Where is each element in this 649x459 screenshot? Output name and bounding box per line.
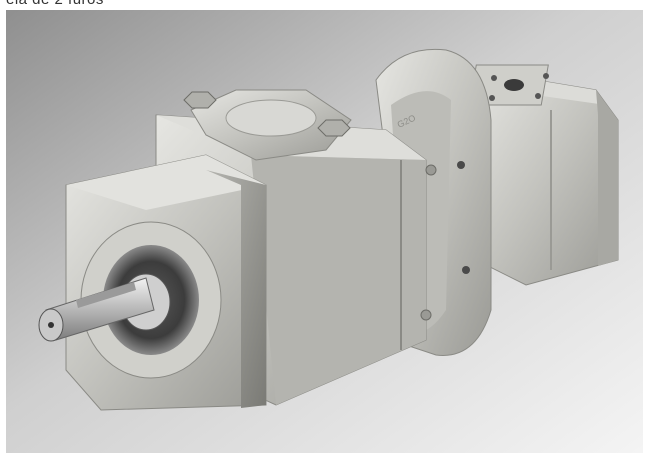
bolt-upper: [425, 164, 437, 176]
top-cover: [183, 89, 352, 161]
page-caption: ela de 2 furos: [6, 0, 104, 8]
drive-shaft: [38, 277, 155, 342]
cover-bolt-right: [317, 119, 351, 137]
cover-bolt-left: [183, 91, 217, 109]
bolt-lower: [420, 309, 432, 321]
front-housing: [65, 154, 267, 411]
product-photo: G2O: [6, 10, 643, 453]
port-opening: [504, 79, 524, 91]
rear-pump-section: [468, 64, 619, 286]
pump-illustration: G2O: [6, 10, 643, 453]
